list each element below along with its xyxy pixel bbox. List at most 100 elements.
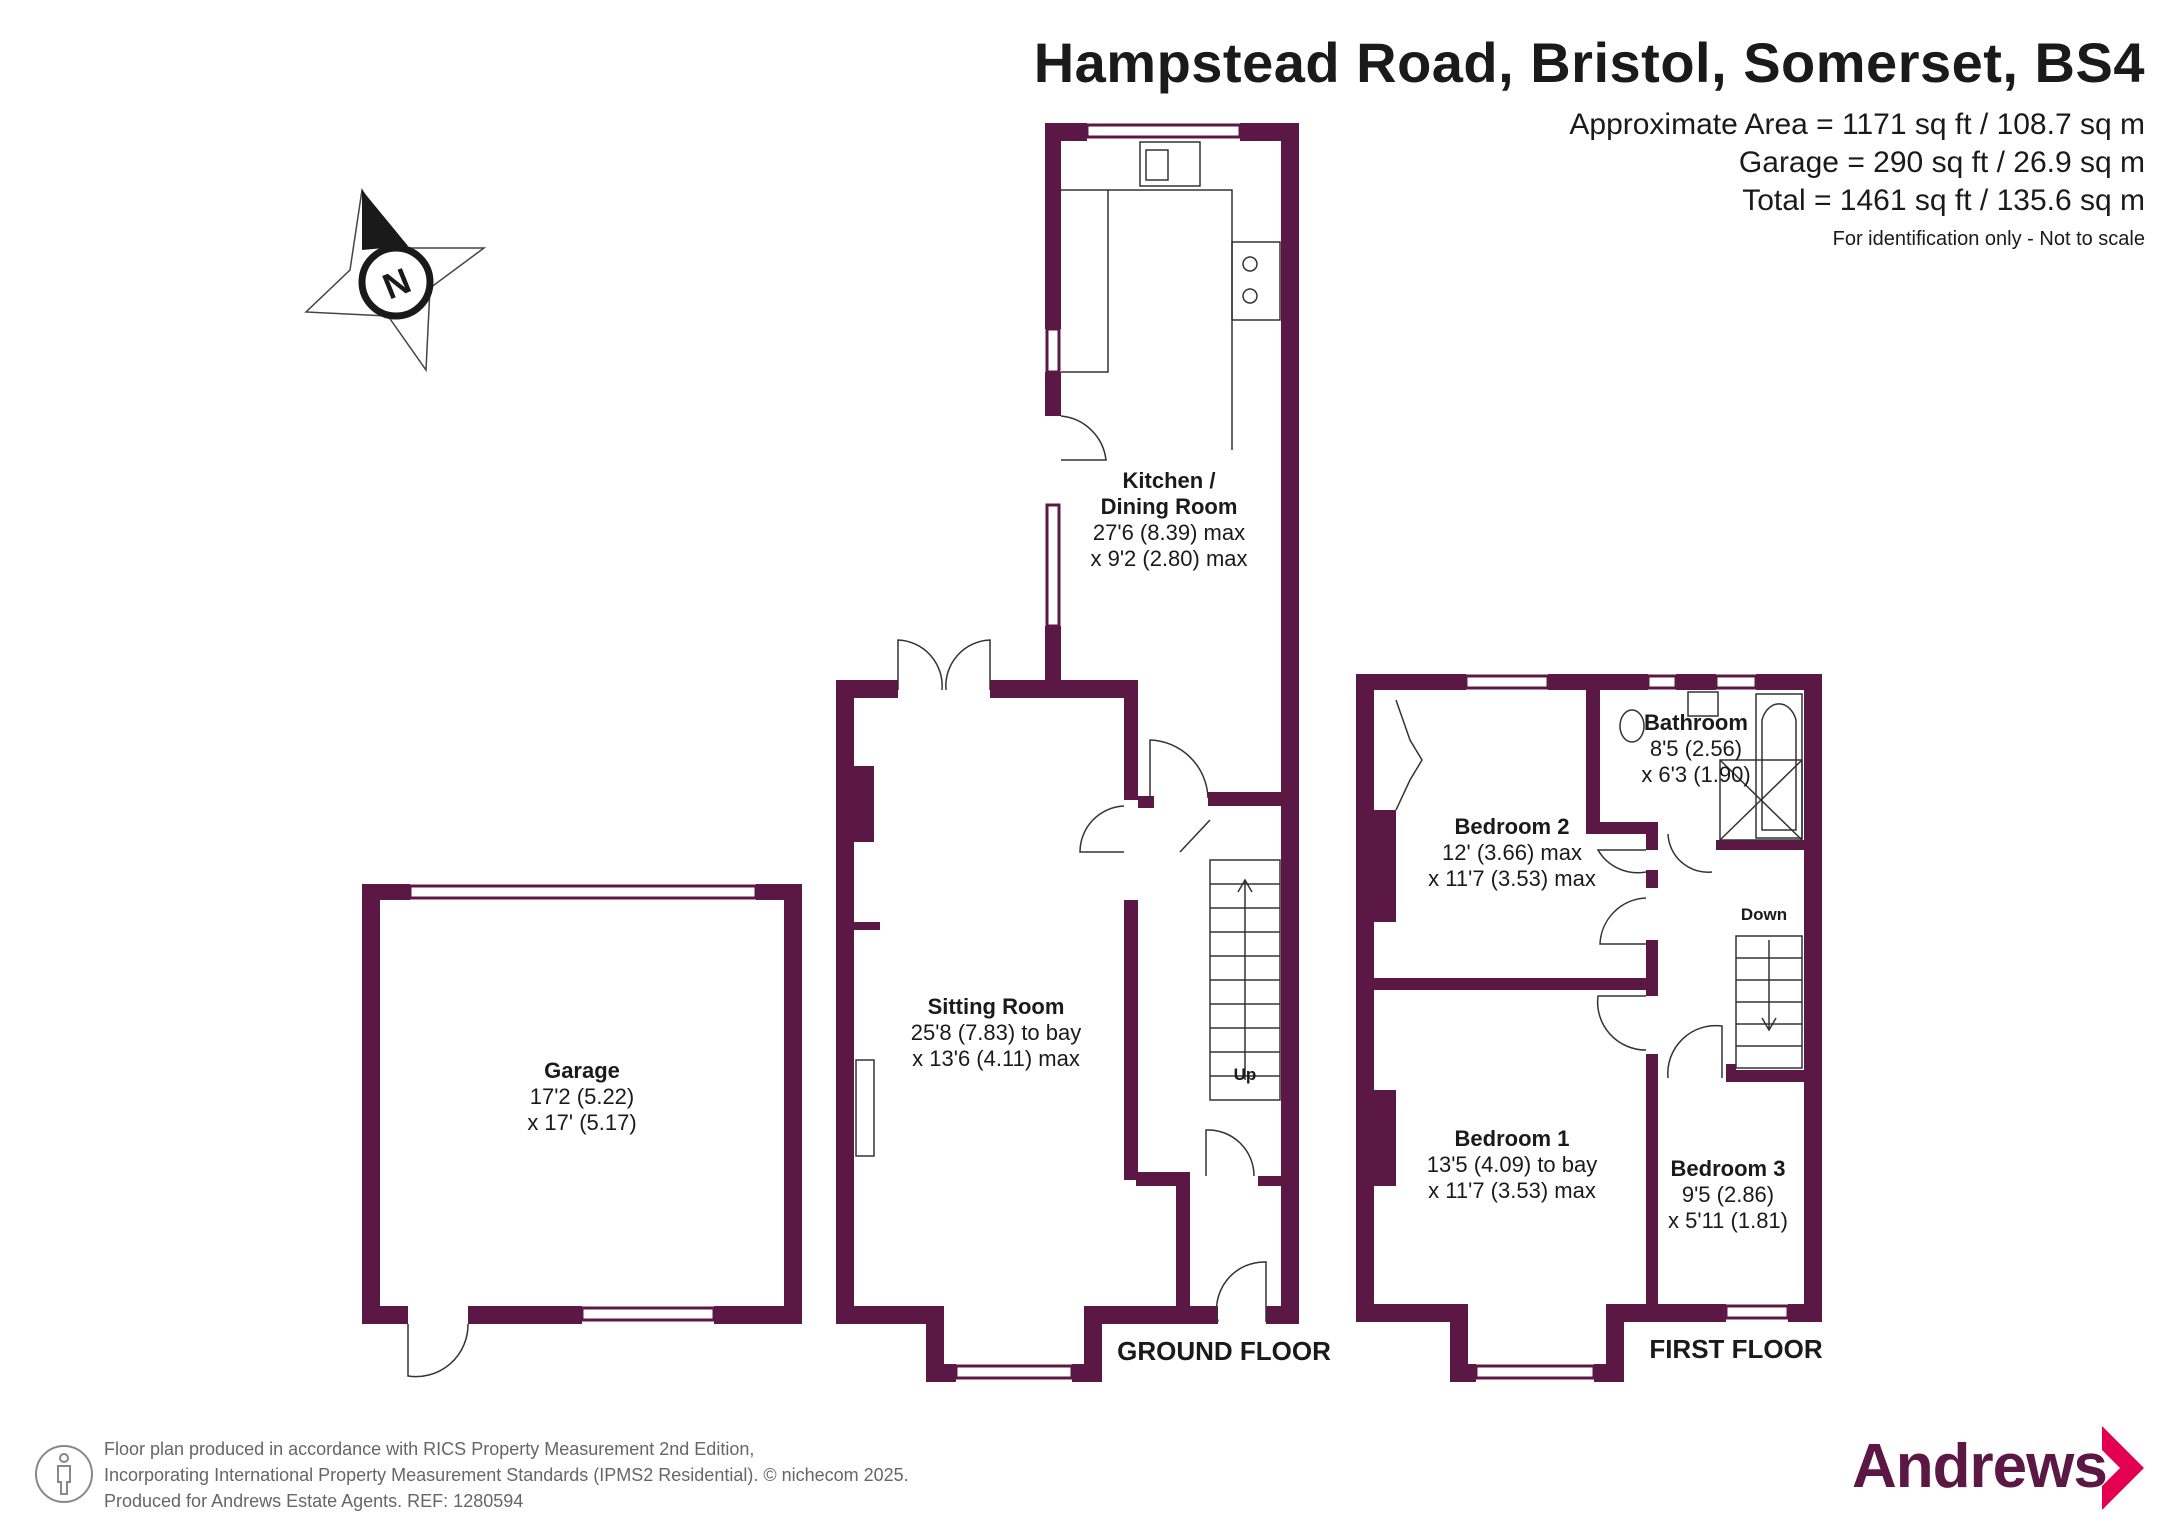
sitting-name: Sitting Room [928,994,1065,1019]
ff-window-bath [1646,674,1678,690]
bedroom1-name: Bedroom 1 [1455,1126,1570,1151]
sitting-dim-1: 25'8 (7.83) to bay [911,1020,1082,1045]
ff-bathroom-floor-wall [1586,822,1658,834]
garage-window-bottom [580,1306,716,1322]
brand-logo-text: Andrews [1852,1432,2108,1501]
first-floor-label: FIRST FLOOR [1649,1334,1823,1364]
bathroom-name: Bathroom [1644,710,1748,735]
kitchen-wall-left-2 [1045,372,1061,416]
basin [1687,691,1719,717]
bay-window-front [954,1364,1074,1380]
kitchen-window-side-2 [1045,503,1061,628]
sink-bowl [1145,149,1169,181]
kitchen-dim-2: x 9'2 (2.80) max [1090,546,1247,571]
ff-wardrobe [1374,810,1396,922]
footer: Floor plan produced in accordance with R… [104,1436,909,1514]
ff-window-bay [1474,1364,1596,1380]
garage-wall-bottom-right [714,1306,802,1324]
kitchen-name-2: Dining Room [1101,494,1238,519]
door-sitting [1079,805,1125,853]
ff-wall-top-b [1548,674,1648,690]
hall-wall-stub [1258,1176,1286,1186]
kitchen-wall-left [1045,123,1061,329]
bay-wall-bottom-left [926,1364,956,1382]
area-garage: Garage = 290 sq ft / 26.9 sq m [1738,146,2145,179]
ff-bed2-right-2 [1646,870,1658,888]
garage-name: Garage [544,1058,620,1083]
compass-ring [358,244,434,320]
fixtures [407,141,1803,1378]
kitchen-dim-1: 27'6 (8.39) max [1093,520,1245,545]
ff-wall-left [1356,674,1374,1322]
ff-window-bay-left [1450,1320,1466,1366]
sitting-wall-top-left [836,680,898,698]
ff-bathroom-wall [1586,690,1600,822]
ff-wall-bottom-end [1788,1304,1822,1322]
sitting-dim-2: x 13'6 (4.11) max [912,1046,1080,1071]
door-french-left [897,639,943,691]
bedroom2-dim-1: 12' (3.66) max [1442,840,1582,865]
room-labels: Kitchen / Dining Room 27'6 (8.39) max x … [527,468,1823,1366]
ff-stair-wall-bottom [1726,1070,1804,1082]
bedroom1-dim-1: 13'5 (4.09) to bay [1427,1152,1598,1177]
garage-dim-2: x 17' (5.17) [527,1110,636,1135]
door-kitchen [1060,415,1107,461]
compass: N [304,187,487,373]
ff-wall-top-c [1676,674,1716,690]
footer-line-2: Incorporating International Property Mea… [104,1465,909,1485]
hob-ring-2 [1242,288,1258,304]
area-total: Total = 1461 sq ft / 135.6 sq m [1742,184,2145,217]
door-bed1 [1596,995,1647,1051]
bathroom-dim-2: x 6'3 (1.90) [1641,762,1750,787]
bath-inner [1761,703,1797,831]
door-bath [1667,833,1713,873]
bedroom3-dim-1: 9'5 (2.86) [1682,1182,1774,1207]
ff-wall-bottom-right [1606,1304,1726,1322]
sitting-wall-right-lower [1124,900,1138,1180]
page-title: Hampstead Road, Bristol, Somerset, BS4 [1033,31,2145,94]
fireplace [855,1059,875,1157]
ground-floor-label: GROUND FLOOR [1117,1336,1331,1366]
walls [362,123,1822,1382]
ff-bay-bottom-left [1450,1364,1476,1382]
garage-wall-top-left [362,884,410,900]
garage-wall-bottom-mid [468,1306,582,1324]
sitting-wall-right-upper [1124,680,1138,800]
bedroom3-dim-2: x 5'11 (1.81) [1668,1208,1788,1233]
bathroom-dim-1: 8'5 (2.56) [1650,736,1742,761]
bay-window-left [926,1322,942,1366]
garage-window-top [408,884,758,900]
kitchen-wall-top-left [1045,123,1087,141]
garage-wall-right [784,884,802,1324]
door-front [1215,1261,1267,1323]
ff-wall-bottom-left [1356,1304,1450,1322]
shower-lines [1719,759,1803,841]
kitchen-wall-top-right [1240,123,1299,141]
door-wc [1205,1129,1255,1177]
bay-window-right [1086,1322,1102,1366]
stair-wall-top [1208,792,1299,806]
bay-wall-bottom-right [1072,1364,1102,1382]
garage-wall-bottom-left [362,1306,408,1324]
bedroom2-dim-2: x 11'7 (3.53) max [1428,866,1596,891]
ff-window-bed2 [1464,674,1550,690]
compass-north-arrow [362,190,408,250]
porch-wall [1266,1306,1299,1324]
door-garage [407,1323,469,1378]
bedroom1-dim-2: x 11'7 (3.53) max [1428,1178,1596,1203]
hall-wall-divider [1136,1172,1182,1186]
sitting-wall-stub [854,922,880,930]
ff-bay-bottom-right [1594,1364,1624,1382]
sitting-wall-bottom-right [1084,1306,1218,1324]
door-hall [1149,739,1209,800]
person-icon [35,1445,93,1503]
ff-chimney [1374,1090,1396,1186]
footer-line-1: Floor plan produced in accordance with R… [104,1439,755,1459]
toilet [1619,709,1645,743]
door-bed2 [1596,849,1647,874]
sitting-wall-bottom-left [836,1306,944,1324]
kitchen-window-side [1045,327,1061,374]
ff-bed2-right-3 [1646,940,1658,978]
wc-wall [1176,1172,1190,1306]
